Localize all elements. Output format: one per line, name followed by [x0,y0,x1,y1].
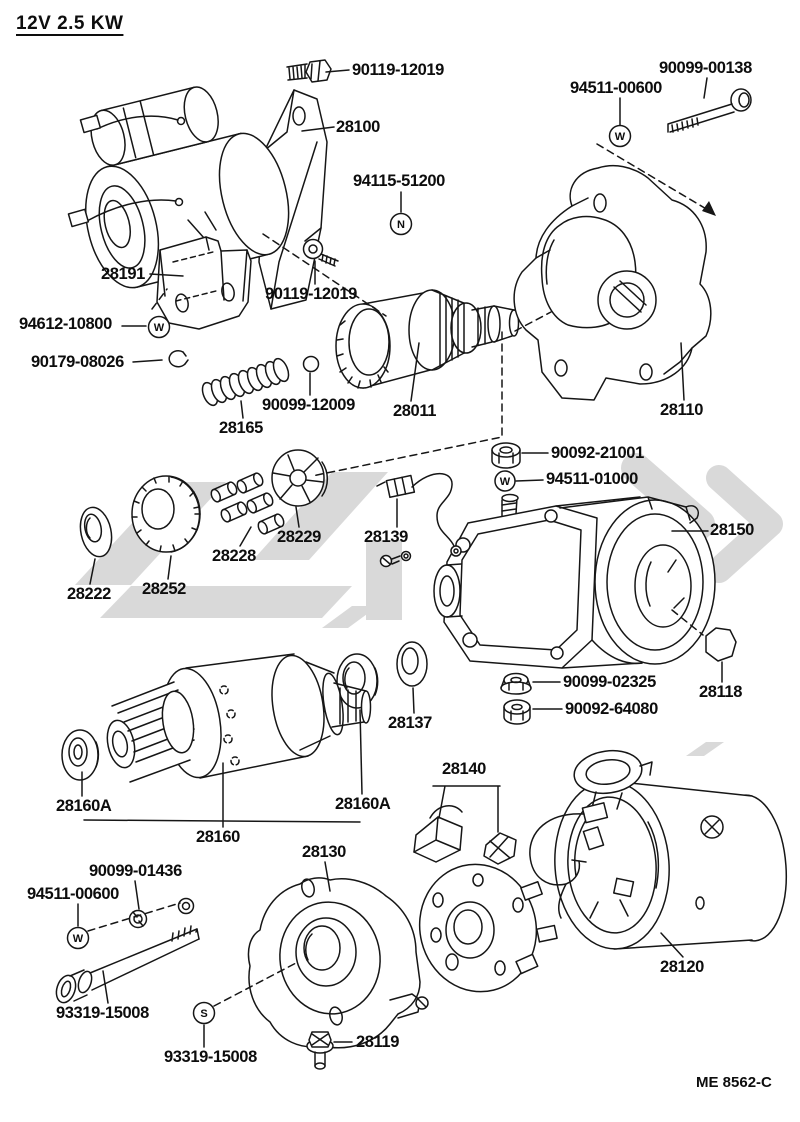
bolt-90099-00138-art [667,88,752,133]
part-label-90099-02325: 90099-02325 [563,673,656,691]
part-label-90099-12009: 90099-12009 [262,396,355,414]
part-label-28011: 28011 [393,402,436,420]
end-frame-28130-art [247,877,429,1049]
bearing-rear-28160A-art [336,653,379,709]
washer-28222-art [79,506,113,558]
screw-symbol-bottom: S [200,1008,207,1020]
part-label-28119: 28119 [356,1033,399,1051]
washer-symbol-top-right: W [615,131,626,143]
part-label-28110: 28110 [660,401,703,419]
roller-set-28228-art [210,472,285,535]
part-label-28137: 28137 [388,714,432,732]
part-label-90099-01436: 90099-01436 [89,862,182,880]
part-label-94612-10800: 94612-10800 [19,315,112,333]
part-label-28140: 28140 [442,760,486,778]
lead-wire-28139-art [376,472,462,568]
yoke-28120-art [529,749,788,950]
bolt-90119-12019-lower-art [302,238,339,267]
part-label-28222: 28222 [67,585,111,603]
part-label-28118: 28118 [699,683,742,701]
part-label-28191: 28191 [101,265,145,283]
washer-symbol-bottom: W [73,933,84,945]
drive-housing-28110-art [513,165,712,401]
nut-90092-21001-art [491,442,521,469]
bracket-28191-art [156,236,252,330]
part-label-28150: 28150 [710,521,754,539]
washer-90099-01436-art [128,897,195,929]
part-label-28160A-front: 28160A [56,797,112,815]
washer-28137-art [396,641,428,687]
bolt-28119-art [306,1031,334,1070]
page-title: 12V 2.5 KW [16,13,124,34]
assembly-dashed-lines [87,143,709,1007]
part-label-90119-12019-lower: 90119-12019 [265,285,357,303]
nut-90092-64080-art [503,699,531,725]
part-label-28160: 28160 [196,828,240,846]
part-label-90099-00138: 90099-00138 [659,59,752,77]
part-label-93319-15008-b: 93319-15008 [164,1048,257,1066]
fastener-symbols: W N W W W S [66,124,632,1025]
part-label-28252: 28252 [142,580,186,598]
brush-set-28140-art [413,805,558,993]
snap-ring-90179-08026-art [168,350,189,368]
part-label-28160A-rear: 28160A [335,795,391,813]
part-label-28100: 28100 [336,118,380,136]
part-label-94511-01000: 94511-01000 [546,470,638,488]
magnet-switch-28150-art [433,493,716,669]
retainer-28229-art [271,449,329,507]
part-label-28130: 28130 [302,843,346,861]
spring-28165-art [201,357,290,407]
part-label-28120: 28120 [660,958,704,976]
part-label-28165: 28165 [219,419,263,437]
part-label-90119-12019-top: 90119-12019 [352,61,444,79]
part-label-90092-64080: 90092-64080 [565,700,658,718]
part-label-93319-15008-a: 93319-15008 [56,1004,149,1022]
leader-lines [77,69,723,1048]
dashed-arrowhead [702,201,716,216]
ball-90099-12009-art [302,355,320,373]
part-label-28228: 28228 [212,547,256,565]
washer-symbol-terminal: W [500,476,511,488]
bolt-93319-15008-art [55,925,200,1004]
nut-90099-02325-art [500,672,532,695]
clutch-28011-art [335,289,520,389]
cap-28118-art [705,627,737,662]
starter-assembly-28100-art [67,86,328,310]
idler-gear-28252-art [131,475,201,553]
part-label-94511-00600-bottom: 94511-00600 [27,885,119,903]
washer-symbol-bracket: W [154,322,165,334]
part-label-90092-21001: 90092-21001 [551,444,644,462]
drawing-code: ME 8562-C [696,1074,772,1091]
part-label-28139: 28139 [364,528,408,546]
nut-symbol-top: N [397,219,405,231]
bearing-front-28160A-art [61,729,100,781]
bolt-90119-12019-top-art [286,59,332,83]
part-label-94511-00600-top: 94511-00600 [570,79,662,97]
part-label-28229: 28229 [277,528,321,546]
armature-28160-art [106,653,372,783]
part-label-94115-51200: 94115-51200 [353,172,445,190]
part-label-90179-08026: 90179-08026 [31,353,124,371]
